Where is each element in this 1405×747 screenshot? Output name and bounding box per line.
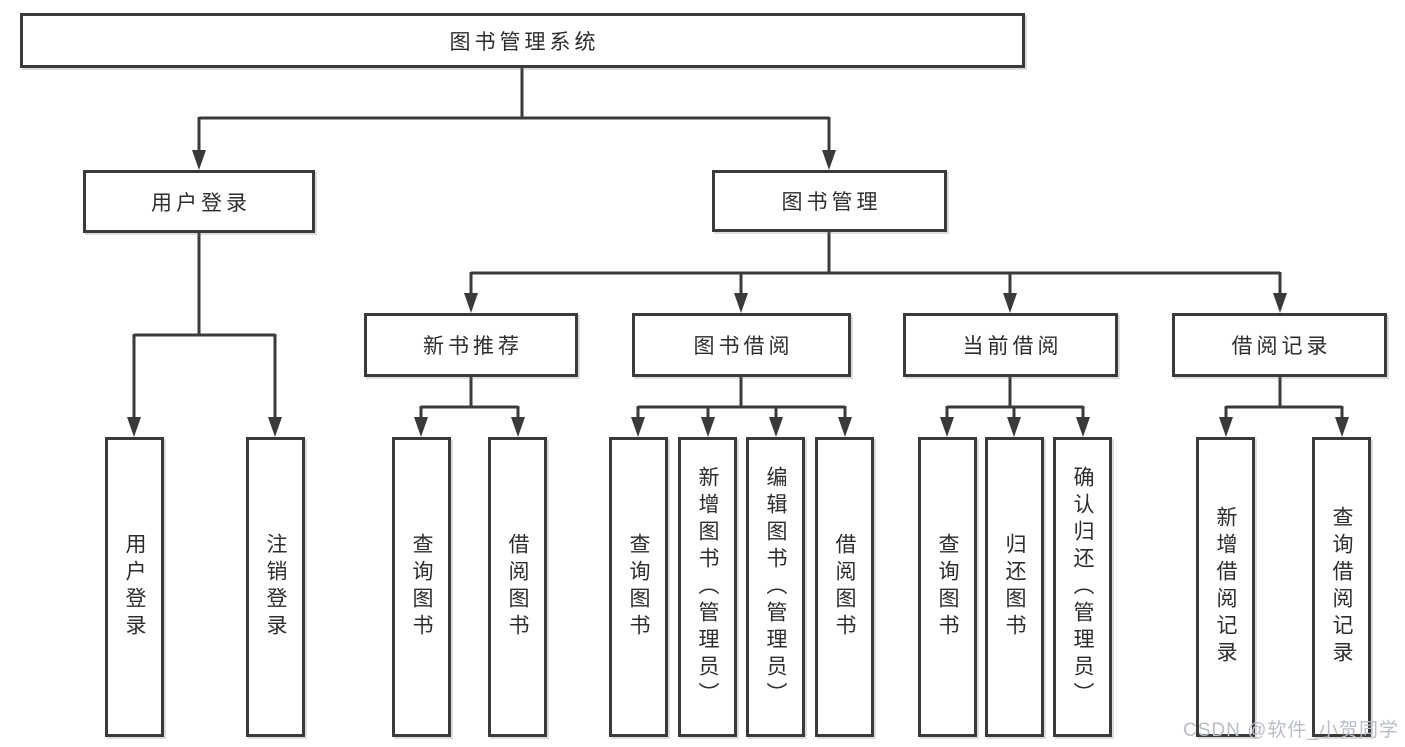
node-label: 注销登录 (264, 533, 287, 641)
leaf-query-borrow-record: 查询借阅记录 (1312, 437, 1371, 737)
leaf-return-books: 归还图书 (985, 437, 1044, 737)
edges-book-management-to-level3 (464, 232, 1287, 313)
edges-current-borrowing-to-leaves (940, 377, 1090, 437)
node-label: 查询借阅记录 (1330, 506, 1353, 668)
edges-new-book-recommend-to-leaves (414, 377, 525, 437)
node-label: 查询图书 (936, 533, 959, 641)
node-label: 新增图书（管理员） (696, 465, 719, 709)
node-book-management: 图书管理 (712, 170, 947, 232)
node-label: 查询图书 (627, 533, 650, 641)
leaf-logout: 注销登录 (246, 437, 305, 737)
leaf-query-books-borrowing: 查询图书 (609, 437, 668, 737)
leaf-borrow-books-recommend: 借阅图书 (488, 437, 547, 737)
edges-borrowing-records-to-leaves (1219, 377, 1349, 437)
node-label: 用户登录 (151, 191, 251, 215)
node-current-borrowing: 当前借阅 (903, 313, 1118, 377)
node-label: 新书推荐 (423, 335, 523, 358)
node-label: 用户登录 (123, 533, 146, 641)
edges-book-borrowing-to-leaves (631, 377, 852, 437)
node-label: 当前借阅 (962, 335, 1063, 358)
leaf-borrow-books: 借阅图书 (815, 437, 874, 737)
node-label: 借阅记录 (1231, 335, 1332, 358)
edges-user-login-to-leaves (127, 233, 282, 437)
edges-root-to-level2 (192, 68, 836, 170)
node-label: 新增借阅记录 (1214, 506, 1237, 668)
node-borrowing-records: 借阅记录 (1172, 313, 1387, 377)
leaf-confirm-return-admin: 确认归还（管理员） (1053, 437, 1112, 737)
node-label: 图书管理系统 (449, 30, 600, 54)
node-label: 归还图书 (1003, 533, 1026, 641)
node-label: 借阅图书 (833, 533, 856, 641)
node-label: 图书借阅 (693, 335, 794, 358)
node-label: 查询图书 (410, 533, 433, 641)
csdn-watermark: CSDN @软件_小贺同学 (1183, 720, 1399, 741)
node-label: 编辑图书（管理员） (764, 465, 787, 709)
node-label: 确认归还（管理员） (1071, 465, 1094, 709)
leaf-add-borrow-record: 新增借阅记录 (1196, 437, 1255, 737)
node-book-borrowing: 图书借阅 (632, 313, 851, 377)
leaf-query-books-current: 查询图书 (918, 437, 977, 737)
node-label: 图书管理 (781, 191, 882, 214)
leaf-edit-books-admin: 编辑图书（管理员） (746, 437, 805, 737)
node-label: 借阅图书 (506, 533, 529, 641)
leaf-add-books-admin: 新增图书（管理员） (678, 437, 737, 737)
leaf-user-login: 用户登录 (105, 437, 164, 737)
leaf-query-books-recommend: 查询图书 (392, 437, 451, 737)
node-user-login: 用户登录 (83, 170, 315, 233)
node-book-management-system: 图书管理系统 (20, 13, 1025, 68)
node-new-book-recommend: 新书推荐 (364, 313, 578, 377)
